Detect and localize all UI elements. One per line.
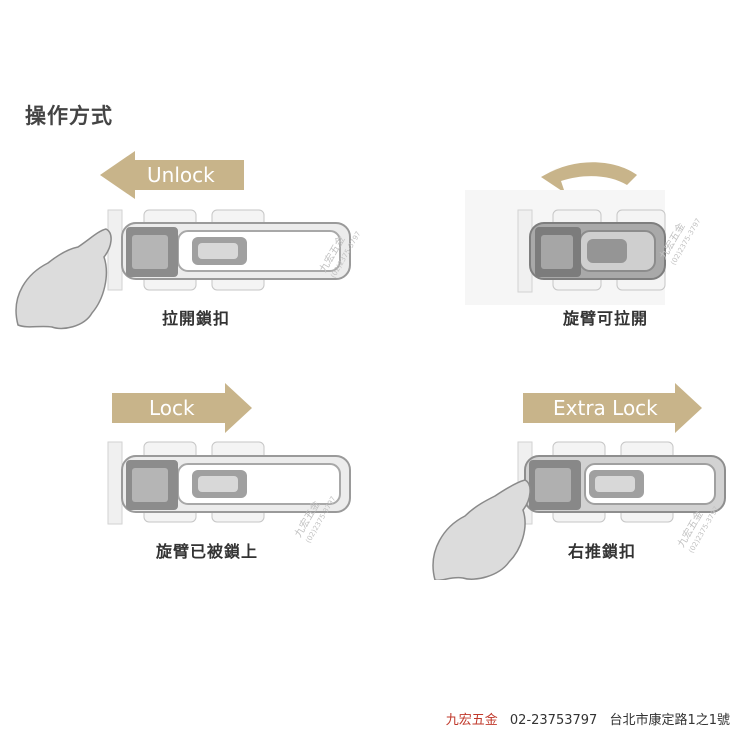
footer-address: 台北市康定路1之1號 xyxy=(609,713,730,728)
panel-unlock: 九宏五金 (02)2375-3797 Unlock 拉開鎖扣 xyxy=(0,145,375,345)
footer: 九宏五金 02-23753797 台北市康定路1之1號 xyxy=(446,709,730,728)
unlock-illustration: 九宏五金 (02)2375-3797 xyxy=(15,151,363,330)
caption-unlock: 拉開鎖扣 xyxy=(162,309,231,328)
unlock-arrow-label: Unlock xyxy=(147,163,215,187)
unlock-arrow-icon xyxy=(100,151,244,199)
swing-open-illustration: 九宏五金 (02)2375-3797 xyxy=(465,162,703,305)
caption-extra-lock: 右推鎖扣 xyxy=(568,542,637,561)
page-title: 操作方式 xyxy=(25,104,113,128)
footer-shop-name: 九宏五金 xyxy=(445,713,498,728)
panel-extra-lock: 九宏五金 (02)2375-3797 Extra Lock 右推鎖扣 xyxy=(375,380,750,580)
panel-swing-open: 九宏五金 (02)2375-3797 旋臂可拉開 xyxy=(375,145,750,345)
caption-lock: 旋臂已被鎖上 xyxy=(156,542,259,561)
lock-arrow-icon xyxy=(112,383,252,433)
footer-phone: 02-23753797 xyxy=(509,713,598,728)
lock-illustration: 九宏五金 (02)2375-3797 xyxy=(107,383,351,545)
curved-arrow-left-icon xyxy=(541,162,637,193)
door-guard-lock-icon xyxy=(107,209,351,291)
lock-arrow-label: Lock xyxy=(149,396,195,420)
hand-pushing-icon xyxy=(432,479,531,580)
door-guard-lock-icon xyxy=(107,441,351,525)
extra-lock-arrow-icon xyxy=(523,383,702,433)
extra-lock-arrow-label: Extra Lock xyxy=(553,396,658,420)
door-guard-lock-icon xyxy=(517,209,666,293)
extra-lock-illustration: 九宏五金 (02)2375-3797 xyxy=(432,383,726,580)
caption-swing-open: 旋臂可拉開 xyxy=(563,309,649,328)
panel-lock: 九宏五金 (02)2375-3797 Lock 旋臂已被鎖上 xyxy=(0,380,375,580)
hand-pushing-icon xyxy=(15,228,112,330)
